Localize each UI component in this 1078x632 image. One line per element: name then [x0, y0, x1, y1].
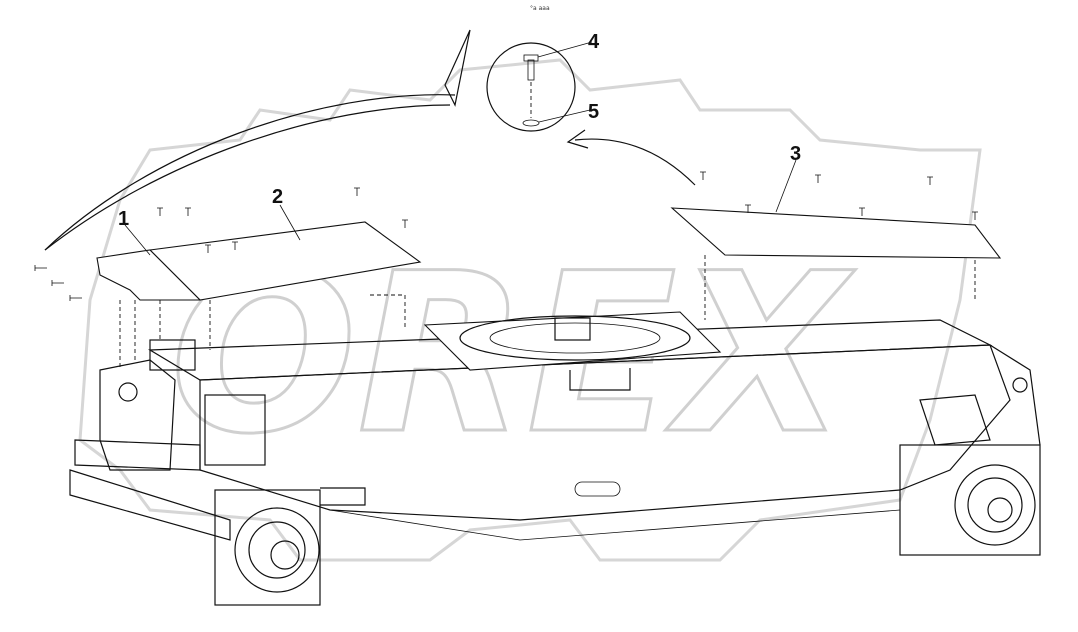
right-axle-assembly: [899, 344, 1041, 556]
right-top-block: [919, 394, 991, 446]
plate-3: [670, 207, 1002, 259]
detail-circle: [486, 42, 576, 132]
bolt-shank: [527, 59, 535, 81]
guide-line: [370, 294, 406, 330]
header-text: °a aaa: [530, 5, 550, 12]
screw-icon: [972, 211, 978, 220]
left-tie-rod: [74, 439, 201, 471]
screw-icon: [745, 204, 751, 213]
assembly-arrow-left: [44, 94, 456, 251]
left-bracket-hole: [118, 382, 138, 402]
cover-plate-right: [670, 159, 1002, 259]
assembly-arrow-left-inner: [44, 104, 451, 251]
left-cylinder-block: [204, 394, 266, 466]
assembly-arrow-left-head: [444, 29, 471, 107]
screw-icon: [69, 295, 82, 301]
turntable: [423, 311, 722, 391]
callout-5: 5: [588, 101, 599, 123]
left-bracket: [99, 359, 176, 471]
screw-icon: [34, 265, 47, 271]
assembly-arrow-right-head: [566, 129, 589, 149]
screw-icon: [51, 280, 64, 286]
cover-plate-left: [96, 204, 422, 301]
left-hub-inner: [270, 540, 300, 570]
frame-bottom-edge: [329, 509, 901, 541]
plate-1-bracket: [96, 249, 202, 301]
screw-icon: [354, 187, 360, 196]
turntable-hub: [554, 317, 591, 341]
detail-bubble: [486, 41, 593, 132]
screw-icon: [157, 207, 163, 216]
screw-icon: [232, 241, 238, 250]
left-hub-outer: [234, 507, 320, 593]
leader-5: [538, 109, 591, 123]
assembly-arrow-right: [574, 138, 696, 186]
turntable-inner: [489, 322, 661, 354]
left-hub-middle: [248, 521, 306, 579]
right-frame-end: [989, 344, 1041, 446]
left-arm: [320, 487, 366, 506]
screws: [34, 171, 978, 301]
left-cylinder-cap: [149, 339, 196, 371]
screw-icon: [402, 219, 408, 228]
washer: [522, 119, 540, 127]
screw-icon: [927, 176, 933, 185]
leader-1: [124, 224, 151, 256]
watermark: OREX: [78, 58, 982, 562]
bolt-head: [523, 54, 539, 62]
callout-4: 4: [588, 31, 600, 53]
leader-2: [279, 204, 301, 241]
screw-icon: [700, 171, 706, 180]
turntable-ring: [459, 315, 691, 361]
turntable-base: [569, 368, 631, 391]
right-hub-mount: [899, 444, 1041, 556]
leader-3: [775, 159, 797, 213]
leader-4: [537, 41, 593, 58]
callout-3: 3: [790, 143, 801, 165]
right-hub-outer: [954, 464, 1036, 546]
screw-icon: [859, 207, 865, 216]
screw-icon: [185, 207, 191, 216]
assembly-guides: [119, 255, 976, 370]
screw-icon: [205, 244, 211, 253]
callout-2: 2: [272, 186, 283, 208]
left-hub-mount: [214, 489, 321, 606]
left-axle-assembly: [69, 339, 366, 606]
frame-slot: [574, 481, 621, 497]
screw-icon: [815, 174, 821, 183]
left-link-arm: [69, 469, 231, 541]
right-hub-middle: [967, 477, 1023, 533]
right-hub-inner: [987, 497, 1013, 523]
callout-1: 1: [118, 208, 129, 230]
right-frame-hole: [1012, 377, 1028, 393]
